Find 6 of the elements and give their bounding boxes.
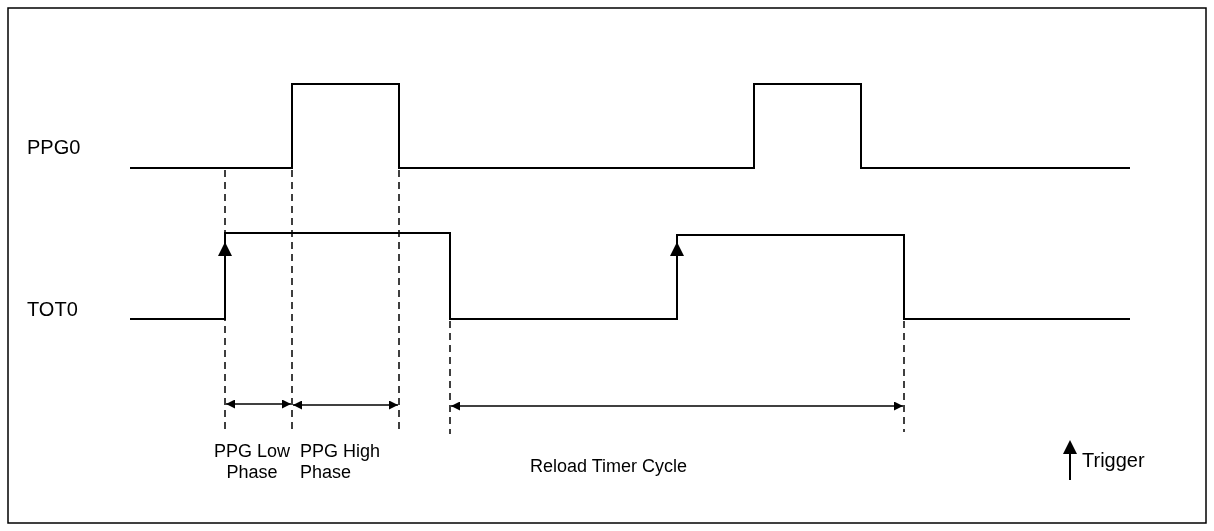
phase-label: PPG Low Phase [212,441,291,483]
cycle-label: Reload Timer Cycle [530,456,688,477]
legend-label: Trigger [1082,450,1145,471]
signal-name: TOT0 [27,299,78,320]
signal-name: PPG0 [27,137,81,158]
phase-label: PPG High Phase [300,441,382,483]
